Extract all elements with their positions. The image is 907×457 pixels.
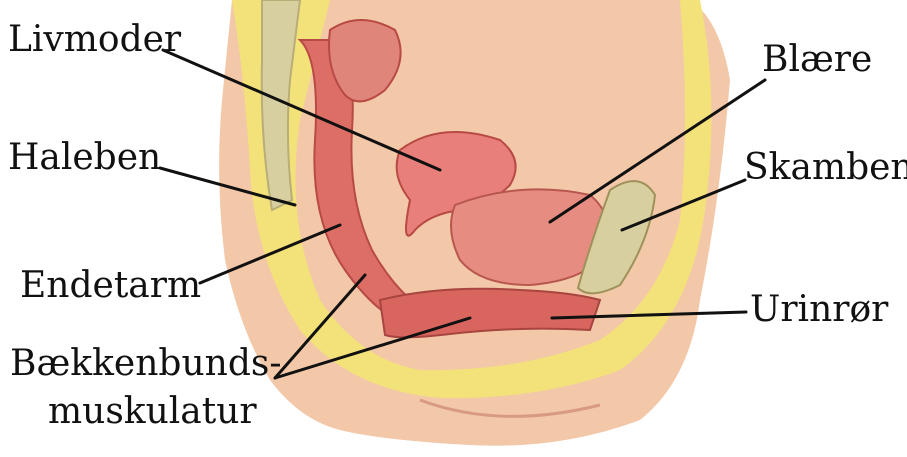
label-skamben: Skamben [744, 148, 907, 188]
label-livmoder: Livmoder [8, 20, 181, 60]
label-endetarm: Endetarm [20, 266, 201, 306]
label-haleben: Haleben [8, 138, 161, 178]
label-baekkenbund-line2: muskulatur [48, 392, 257, 432]
label-urinror: Urinrør [750, 290, 888, 330]
label-baekkenbund-line1: Bækkenbunds- [10, 344, 282, 384]
pelvic-floor-muscle [380, 289, 600, 338]
label-blaere: Blære [762, 40, 872, 80]
